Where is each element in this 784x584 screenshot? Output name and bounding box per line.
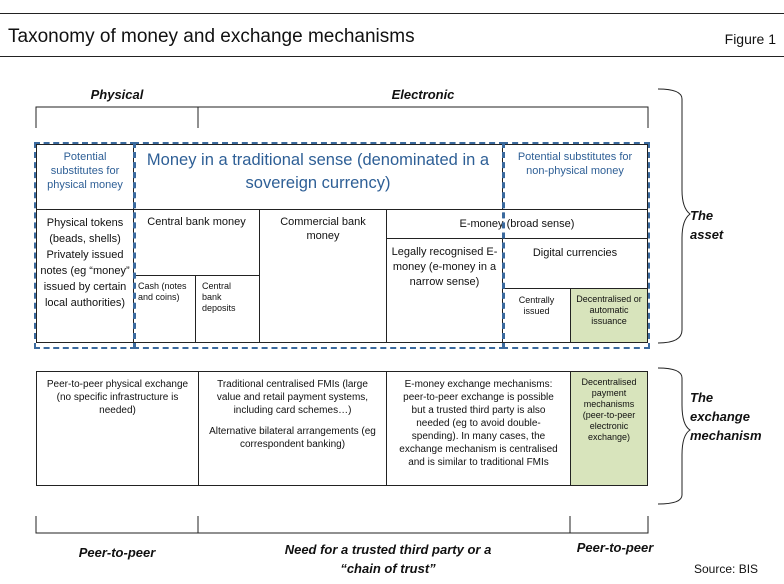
cell-potential-nonphysical: Potential substitutes for non-physical m… — [502, 144, 648, 210]
cell-commercial-bank-money: Commercial bank money — [259, 209, 387, 343]
bottom-label-p2p-left: Peer-to-peer — [78, 545, 156, 560]
cell-potential-physical: Potential substitutes for physical money — [36, 144, 134, 210]
figure-title: Taxonomy of money and exchange mechanism… — [8, 26, 415, 47]
cell-decentralised-issuance: Decentralised or automatic issuance — [570, 288, 648, 343]
dashed-frame-traditional-money — [133, 142, 505, 349]
cell-cash: Cash (notes and coins) — [133, 275, 196, 343]
header-physical: Physical — [90, 87, 144, 102]
bottom-bracket — [35, 516, 649, 534]
cell-traditional-fmis: Traditional centralised FMIs (large valu… — [198, 371, 387, 486]
bottom-label-trusted-third-party: Need for a trusted third party or a “cha… — [284, 542, 492, 576]
top-bracket — [35, 106, 649, 128]
bottom-label-p2p-right: Peer-to-peer — [576, 540, 654, 555]
title-rule — [0, 56, 784, 57]
top-rule — [0, 13, 784, 14]
cell-emoney-narrow: Legally recognised E-money (e-money in a… — [386, 238, 503, 343]
dashed-frame-physical-substitutes — [34, 142, 136, 349]
side-label-asset: The asset — [690, 208, 724, 242]
cell-central-bank-deposits: Central bank deposits — [195, 275, 260, 343]
figure-number: Figure 1 — [724, 31, 776, 47]
cell-emoney-exchange: E-money exchange mechanisms: peer-to-pee… — [386, 371, 571, 486]
cell-traditional-money: Money in a traditional sense (denominate… — [133, 144, 503, 210]
cell-p2p-physical: Peer-to-peer physical exchange (no speci… — [36, 371, 199, 486]
asset-brace — [657, 88, 691, 344]
exchange-brace — [657, 367, 691, 505]
cell-emoney-broad: E-money (broad sense) — [386, 209, 648, 239]
cell-digital-currencies: Digital currencies — [502, 238, 648, 289]
cell-decentralised-payment: Decentralised payment mechanisms (peer-t… — [570, 371, 648, 486]
dashed-frame-nonphysical-substitutes — [502, 142, 650, 349]
source-note: Source: BIS — [694, 562, 759, 576]
header-electronic: Electronic — [391, 87, 455, 102]
cell-physical-tokens: Physical tokens (beads, shells) Privatel… — [36, 209, 134, 343]
side-label-exchange: The exchange mechanism — [690, 390, 762, 443]
